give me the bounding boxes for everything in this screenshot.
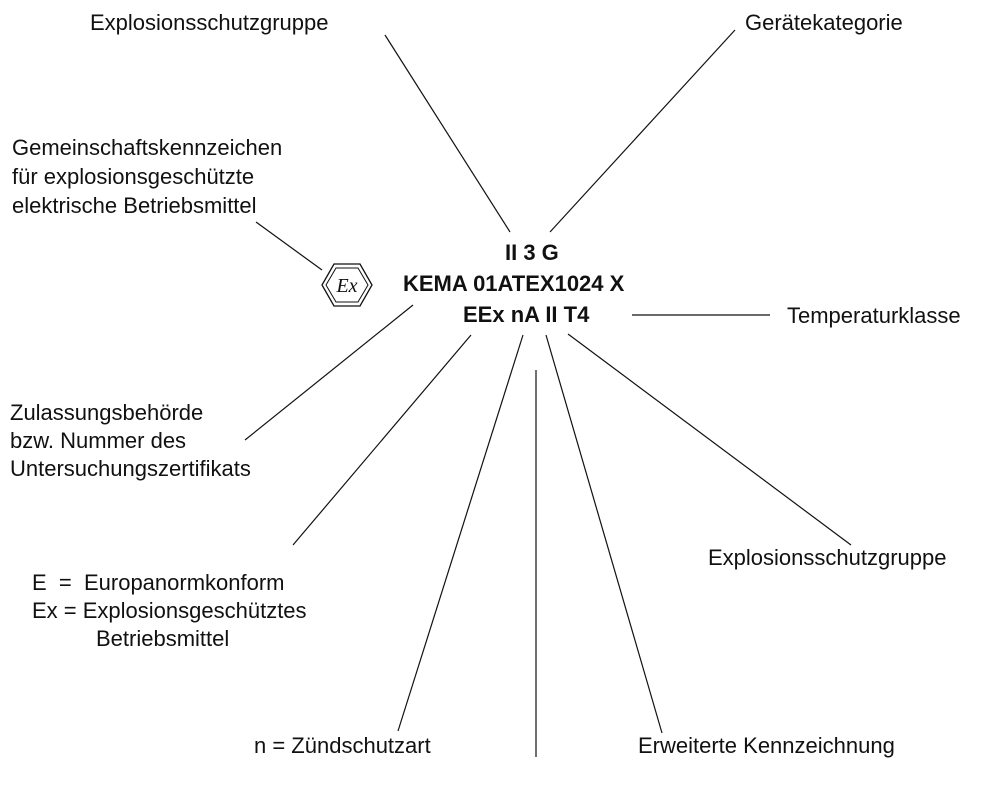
community-mark-line-1: Gemeinschaftskennzeichen: [12, 135, 283, 160]
leader-line-group-right: [567, 333, 852, 546]
label-category: Gerätekategorie: [745, 10, 903, 35]
label-group-right: Explosionsschutzgruppe: [708, 545, 947, 570]
leader-line-extended: [545, 334, 663, 734]
ex-symbol-text: Ex: [335, 275, 357, 297]
label-group-top: Explosionsschutzgruppe: [90, 10, 329, 35]
community-mark-line-3: elektrische Betriebsmittel: [12, 193, 257, 218]
leader-line-category: [549, 29, 736, 233]
authority-line-2: bzw. Nummer des: [10, 428, 187, 453]
label-ignition: n = Zündschutzart: [254, 733, 431, 758]
e-definition-line-2: Ex = Explosionsgeschütztes: [32, 598, 307, 623]
community-mark-line-2: für explosionsgeschützte: [12, 164, 255, 189]
leader-line-e-definitions: [292, 334, 472, 546]
label-temperature-class: Temperaturklasse: [787, 303, 961, 328]
marking-line-3: EEx nA II T4: [463, 302, 590, 327]
marking-line-1: II 3 G: [505, 240, 559, 265]
label-authority: Zulassungsbehörde bzw. Nummer des Unters…: [10, 400, 251, 481]
label-community-mark: Gemeinschaftskennzeichen für explosionsg…: [12, 135, 283, 218]
e-definition-line-1: E = Europanormkonform: [32, 570, 285, 595]
ex-hexagon-icon: Ex: [320, 262, 374, 313]
label-extended: Erweiterte Kennzeichnung: [638, 733, 895, 758]
e-definition-line-3: Betriebsmittel: [96, 626, 230, 651]
leader-line-community-mark: [255, 221, 323, 271]
authority-line-1: Zulassungsbehörde: [10, 400, 204, 425]
authority-line-3: Untersuchungszertifikats: [10, 456, 251, 481]
label-e-definitions: E = Europanormkonform Ex = Explosionsges…: [32, 570, 307, 651]
leader-line-ignition: [397, 334, 524, 732]
leader-line-authority: [244, 304, 414, 441]
marking-line-2: KEMA 01ATEX1024 X: [403, 271, 625, 296]
leader-line-group-top: [384, 34, 511, 233]
